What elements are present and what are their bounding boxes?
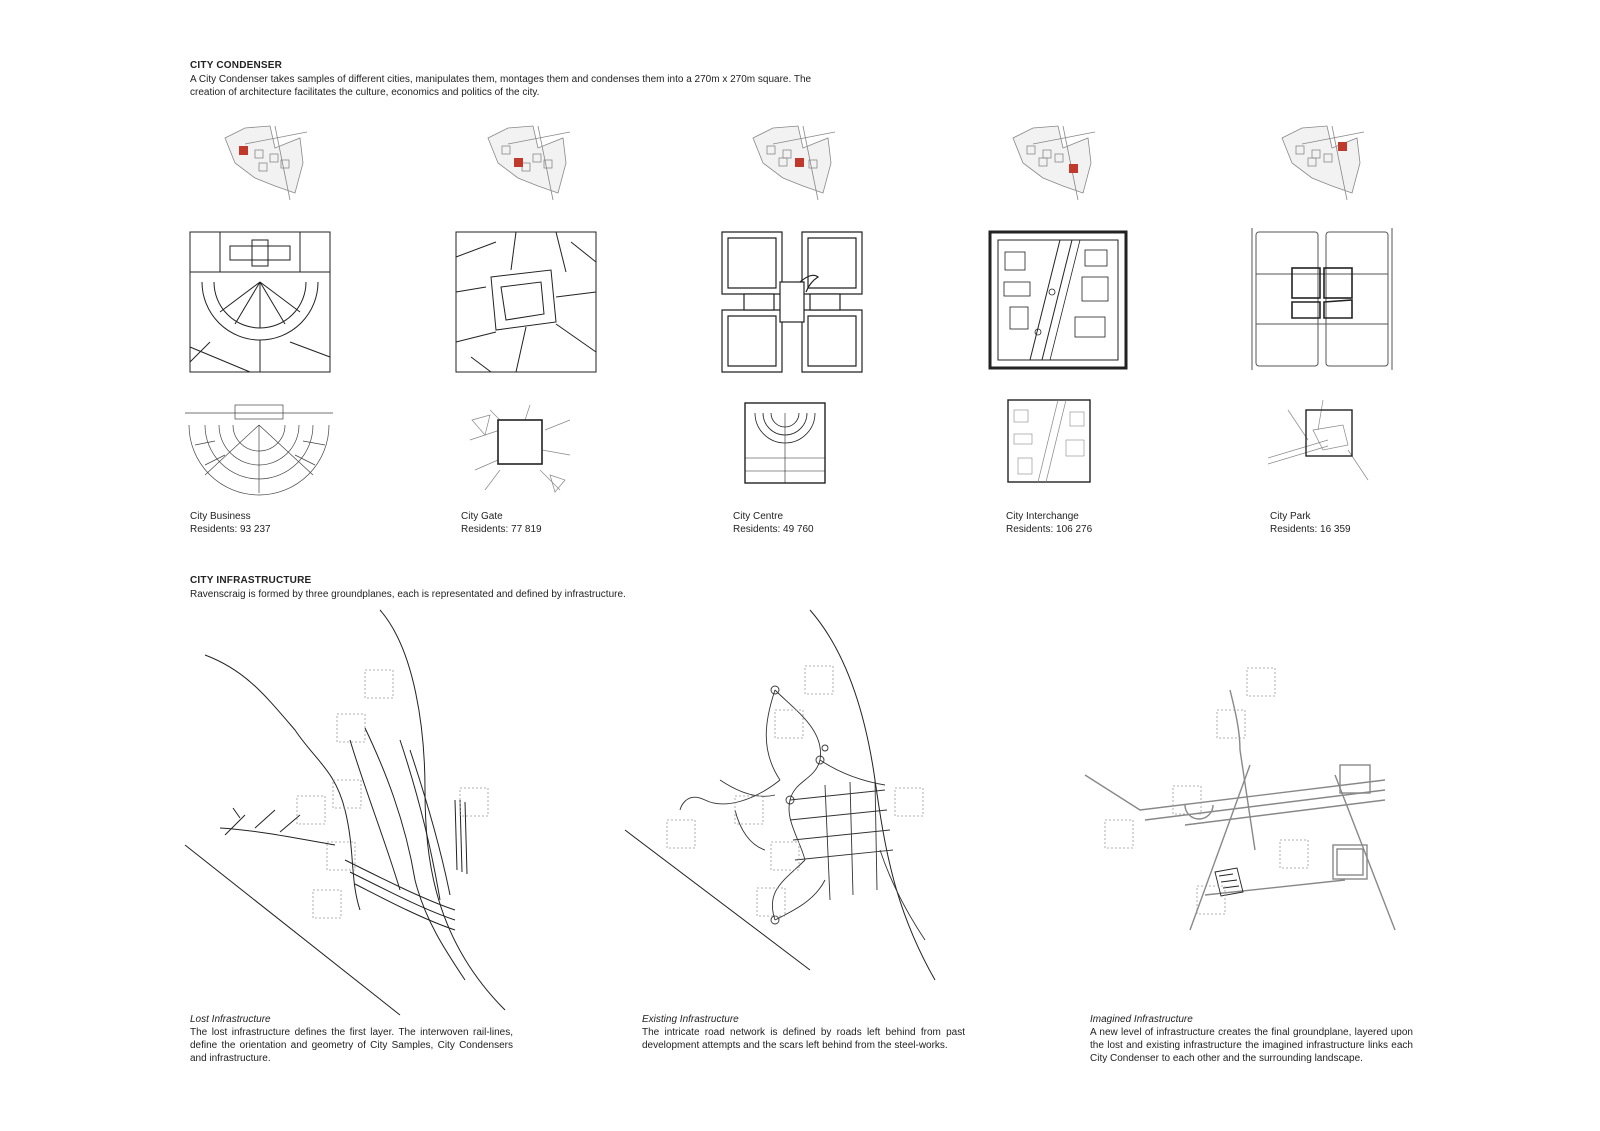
panel-title: Lost Infrastructure — [190, 1014, 271, 1025]
infrastructure-description: Ravenscraig is formed by three groundpla… — [190, 589, 626, 600]
detail-city-centre — [744, 402, 826, 484]
panel-text: The intricate road network is defined by… — [642, 1027, 965, 1051]
sample-residents: Residents: 93 237 — [190, 524, 271, 535]
detail-city-interchange — [1007, 399, 1091, 483]
locator-map-1 — [224, 125, 308, 201]
sample-caption-business: City Business Residents: 93 237 — [190, 510, 271, 536]
diagram-existing-infrastructure — [624, 609, 936, 981]
plan-city-gate — [455, 231, 597, 373]
locator-map-3 — [752, 125, 836, 201]
sample-residents: Residents: 16 359 — [1270, 524, 1351, 535]
panel-title: Existing Infrastructure — [642, 1014, 739, 1025]
locator-map-2 — [487, 125, 571, 201]
highlight-square — [239, 146, 248, 155]
plan-city-interchange — [988, 230, 1128, 370]
detail-city-park — [1267, 399, 1369, 481]
sample-caption-park: City Park Residents: 16 359 — [1270, 510, 1351, 536]
sample-name: City Gate — [461, 511, 503, 522]
highlight-square — [795, 158, 804, 167]
sample-caption-centre: City Centre Residents: 49 760 — [733, 510, 814, 536]
plan-city-business — [189, 231, 331, 373]
detail-city-business — [185, 404, 333, 496]
condenser-description-line2: creation of architecture facilitates the… — [190, 87, 540, 98]
panel-text: The lost infrastructure defines the firs… — [190, 1027, 513, 1064]
locator-map-5 — [1281, 125, 1365, 201]
highlight-square — [1069, 164, 1078, 173]
sample-name: City Interchange — [1006, 511, 1079, 522]
panel-caption-imagined: Imagined Infrastructure A new level of i… — [1090, 1013, 1413, 1065]
highlight-square — [1338, 142, 1347, 151]
sample-name: City Business — [190, 511, 251, 522]
sample-name: City Park — [1270, 511, 1311, 522]
sample-caption-interchange: City Interchange Residents: 106 276 — [1006, 510, 1092, 536]
plan-city-centre — [721, 231, 863, 373]
sample-residents: Residents: 77 819 — [461, 524, 542, 535]
sample-caption-gate: City Gate Residents: 77 819 — [461, 510, 542, 536]
condenser-title: CITY CONDENSER — [190, 60, 283, 71]
condenser-description-line1: A City Condenser takes samples of differ… — [190, 74, 812, 85]
condenser-square — [497, 419, 543, 465]
sample-name: City Centre — [733, 511, 784, 522]
panel-text: A new level of infrastructure creates th… — [1090, 1027, 1413, 1064]
detail-city-gate — [469, 404, 571, 493]
diagram-imagined-infrastructure — [1084, 667, 1396, 931]
sample-residents: Residents: 49 760 — [733, 524, 814, 535]
panel-title: Imagined Infrastructure — [1090, 1014, 1193, 1025]
condenser-square — [1305, 409, 1353, 457]
panel-caption-lost: Lost Infrastructure The lost infrastruct… — [190, 1013, 513, 1065]
locator-map-4 — [1012, 125, 1096, 201]
infrastructure-title: CITY INFRASTRUCTURE — [190, 575, 312, 586]
sample-residents: Residents: 106 276 — [1006, 524, 1093, 535]
diagram-lost-infrastructure — [184, 609, 506, 1016]
panel-caption-existing: Existing Infrastructure The intricate ro… — [642, 1013, 965, 1052]
highlight-square — [514, 158, 523, 167]
plan-city-park — [1251, 228, 1393, 370]
